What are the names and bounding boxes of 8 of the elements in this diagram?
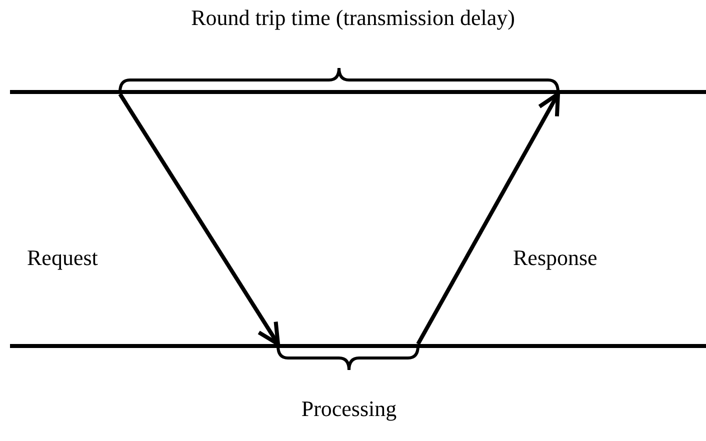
timeline-bar [10,344,706,348]
edge-label: Request [27,245,98,271]
bracket-label: Processing [301,396,397,422]
arrow [118,92,280,346]
bracket-label: Round trip time (transmission delay) [191,5,515,31]
timeline-bar [10,90,706,94]
arrow [416,92,560,345]
edge-label: Response [513,245,598,271]
